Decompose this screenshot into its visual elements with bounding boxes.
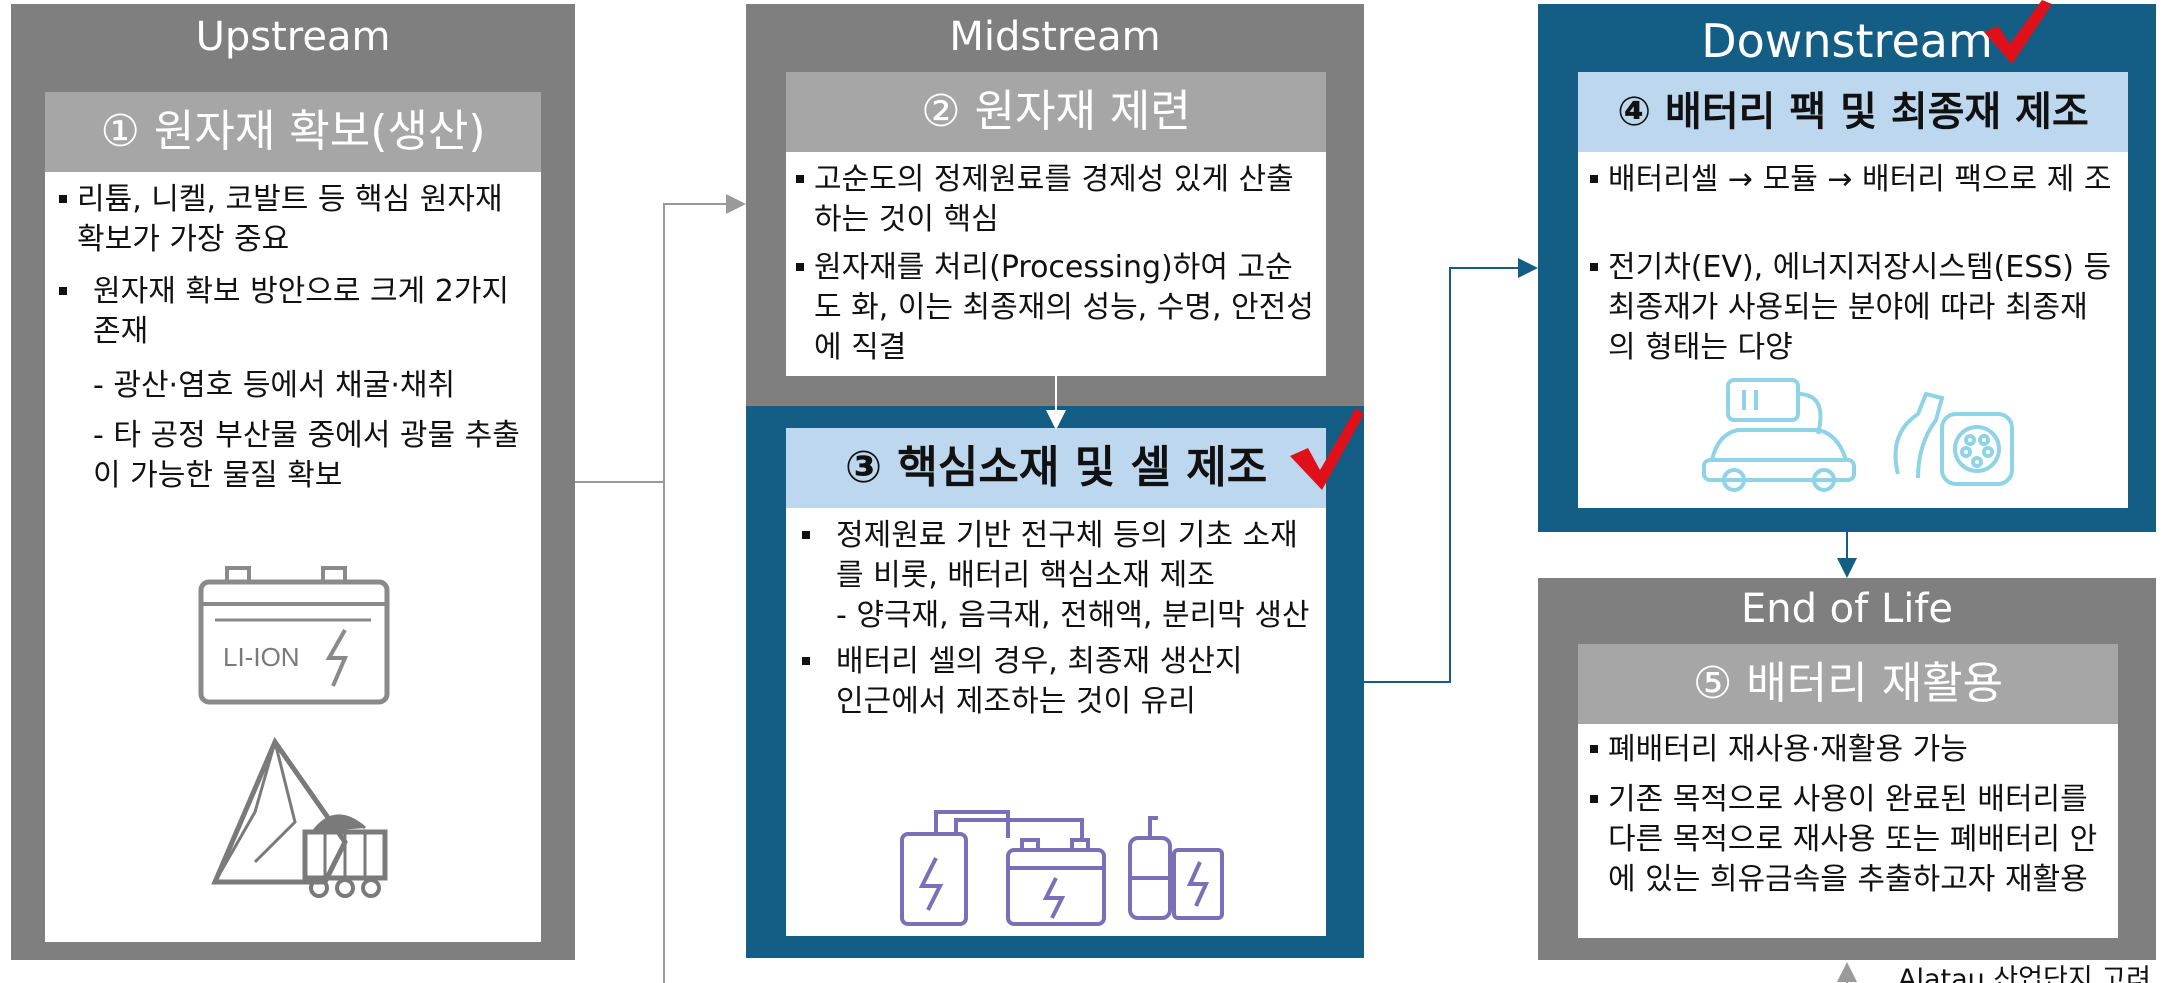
downstream-panel: Downstream ④ 배터리 팩 및 최종재 제조 배터리셀 → 모듈 → … [1538,4,2156,532]
checkmark-icon-core [1290,408,1364,490]
eol-subhead: ⑤ 배터리 재활용 [1578,644,2118,724]
downstream-content: 배터리셀 → 모듈 → 배터리 팩으로 제 조 전기차(EV), 에너지저장시스… [1578,152,2128,508]
ev-charging-icon [1702,378,2014,492]
checkmark-icon-downstream [1984,0,2052,64]
eol-bullet-1: 폐배터리 재사용·재활용 가능 [1590,730,2113,770]
upstream-panel: Upstream ① 원자재 확보(생산) 리튬, 니켈, 코발트 등 핵심 원… [11,4,575,960]
eol-panel: End of Life ⑤ 배터리 재활용 폐배터리 재사용·재활용 가능 기존… [1538,578,2156,960]
battery-label: LI-ION [223,642,300,672]
upstream-content: 리튬, 니켈, 코발트 등 핵심 원자재 확보가 가장 중요 원자재 확보 방안… [45,172,541,942]
core-bullet-1: 정제원료 기반 전구체 등의 기초 소재 를 비롯, 배터리 핵심소재 제조 [802,516,1321,596]
midstream-bullet-1: 고순도의 정제원료를 경제성 있게 산출 하는 것이 핵심 [796,160,1319,240]
core-bullet-2: 배터리 셀의 경우, 최종재 생산지 인근에서 제조하는 것이 유리 [802,642,1256,722]
upstream-sub-2: - 타 공정 부산물 중에서 광물 추출 이 가능한 물질 확보 [93,418,520,493]
upstream-bullet-2: 원자재 확보 방안으로 크게 2가지 존재 [59,272,513,352]
eol-title: End of Life [1740,586,1954,632]
downstream-title: Downstream [1701,14,1993,68]
upstream-title: Upstream [195,14,391,60]
footer-note: Alatau 산업단지 고려 [1898,964,2151,983]
eol-content: 폐배터리 재사용·재활용 가능 기존 목적으로 사용이 완료된 배터리를 다른 … [1578,724,2118,938]
core-panel: ③ 핵심소재 및 셀 제조 정제원료 기반 전구체 등의 기초 소재 를 비롯,… [746,406,1364,958]
midstream-title: Midstream [949,14,1161,60]
core-subhead: ③ 핵심소재 및 셀 제조 [786,428,1326,508]
downstream-bullet-2: 전기차(EV), 에너지저장시스템(ESS) 등 최종재가 사용되는 분야에 따… [1590,248,2113,368]
downstream-bullet-1: 배터리셀 → 모듈 → 배터리 팩으로 제 조 [1590,160,2113,200]
midstream-subhead: ② 원자재 제련 [786,72,1326,152]
battery-icon: LI-ION [198,566,390,705]
mine-cart-icon [211,736,388,898]
eol-bullet-2: 기존 목적으로 사용이 완료된 배터리를 다른 목적으로 재사용 또는 폐배터리… [1590,780,2113,900]
midstream-bullet-2: 원자재를 처리(Processing)하여 고순도 화, 이는 최종재의 성능,… [796,248,1319,368]
core-sub-1: - 양극재, 음극재, 전해액, 분리막 생산 [836,598,1310,633]
battery-materials-icon [900,810,1224,926]
core-content: 정제원료 기반 전구체 등의 기초 소재 를 비롯, 배터리 핵심소재 제조 -… [786,508,1326,936]
upstream-sub-1: - 광산·염호 등에서 채굴·채취 [93,368,456,403]
upstream-bullet-1: 리튬, 니켈, 코발트 등 핵심 원자재 확보가 가장 중요 [59,180,517,260]
downstream-subhead: ④ 배터리 팩 및 최종재 제조 [1578,72,2128,152]
midstream-content: 고순도의 정제원료를 경제성 있게 산출 하는 것이 핵심 원자재를 처리(Pr… [786,152,1326,376]
midstream-panel: Midstream ② 원자재 제련 고순도의 정제원료를 경제성 있게 산출 … [746,4,1364,408]
upstream-subhead: ① 원자재 확보(생산) [45,92,541,172]
